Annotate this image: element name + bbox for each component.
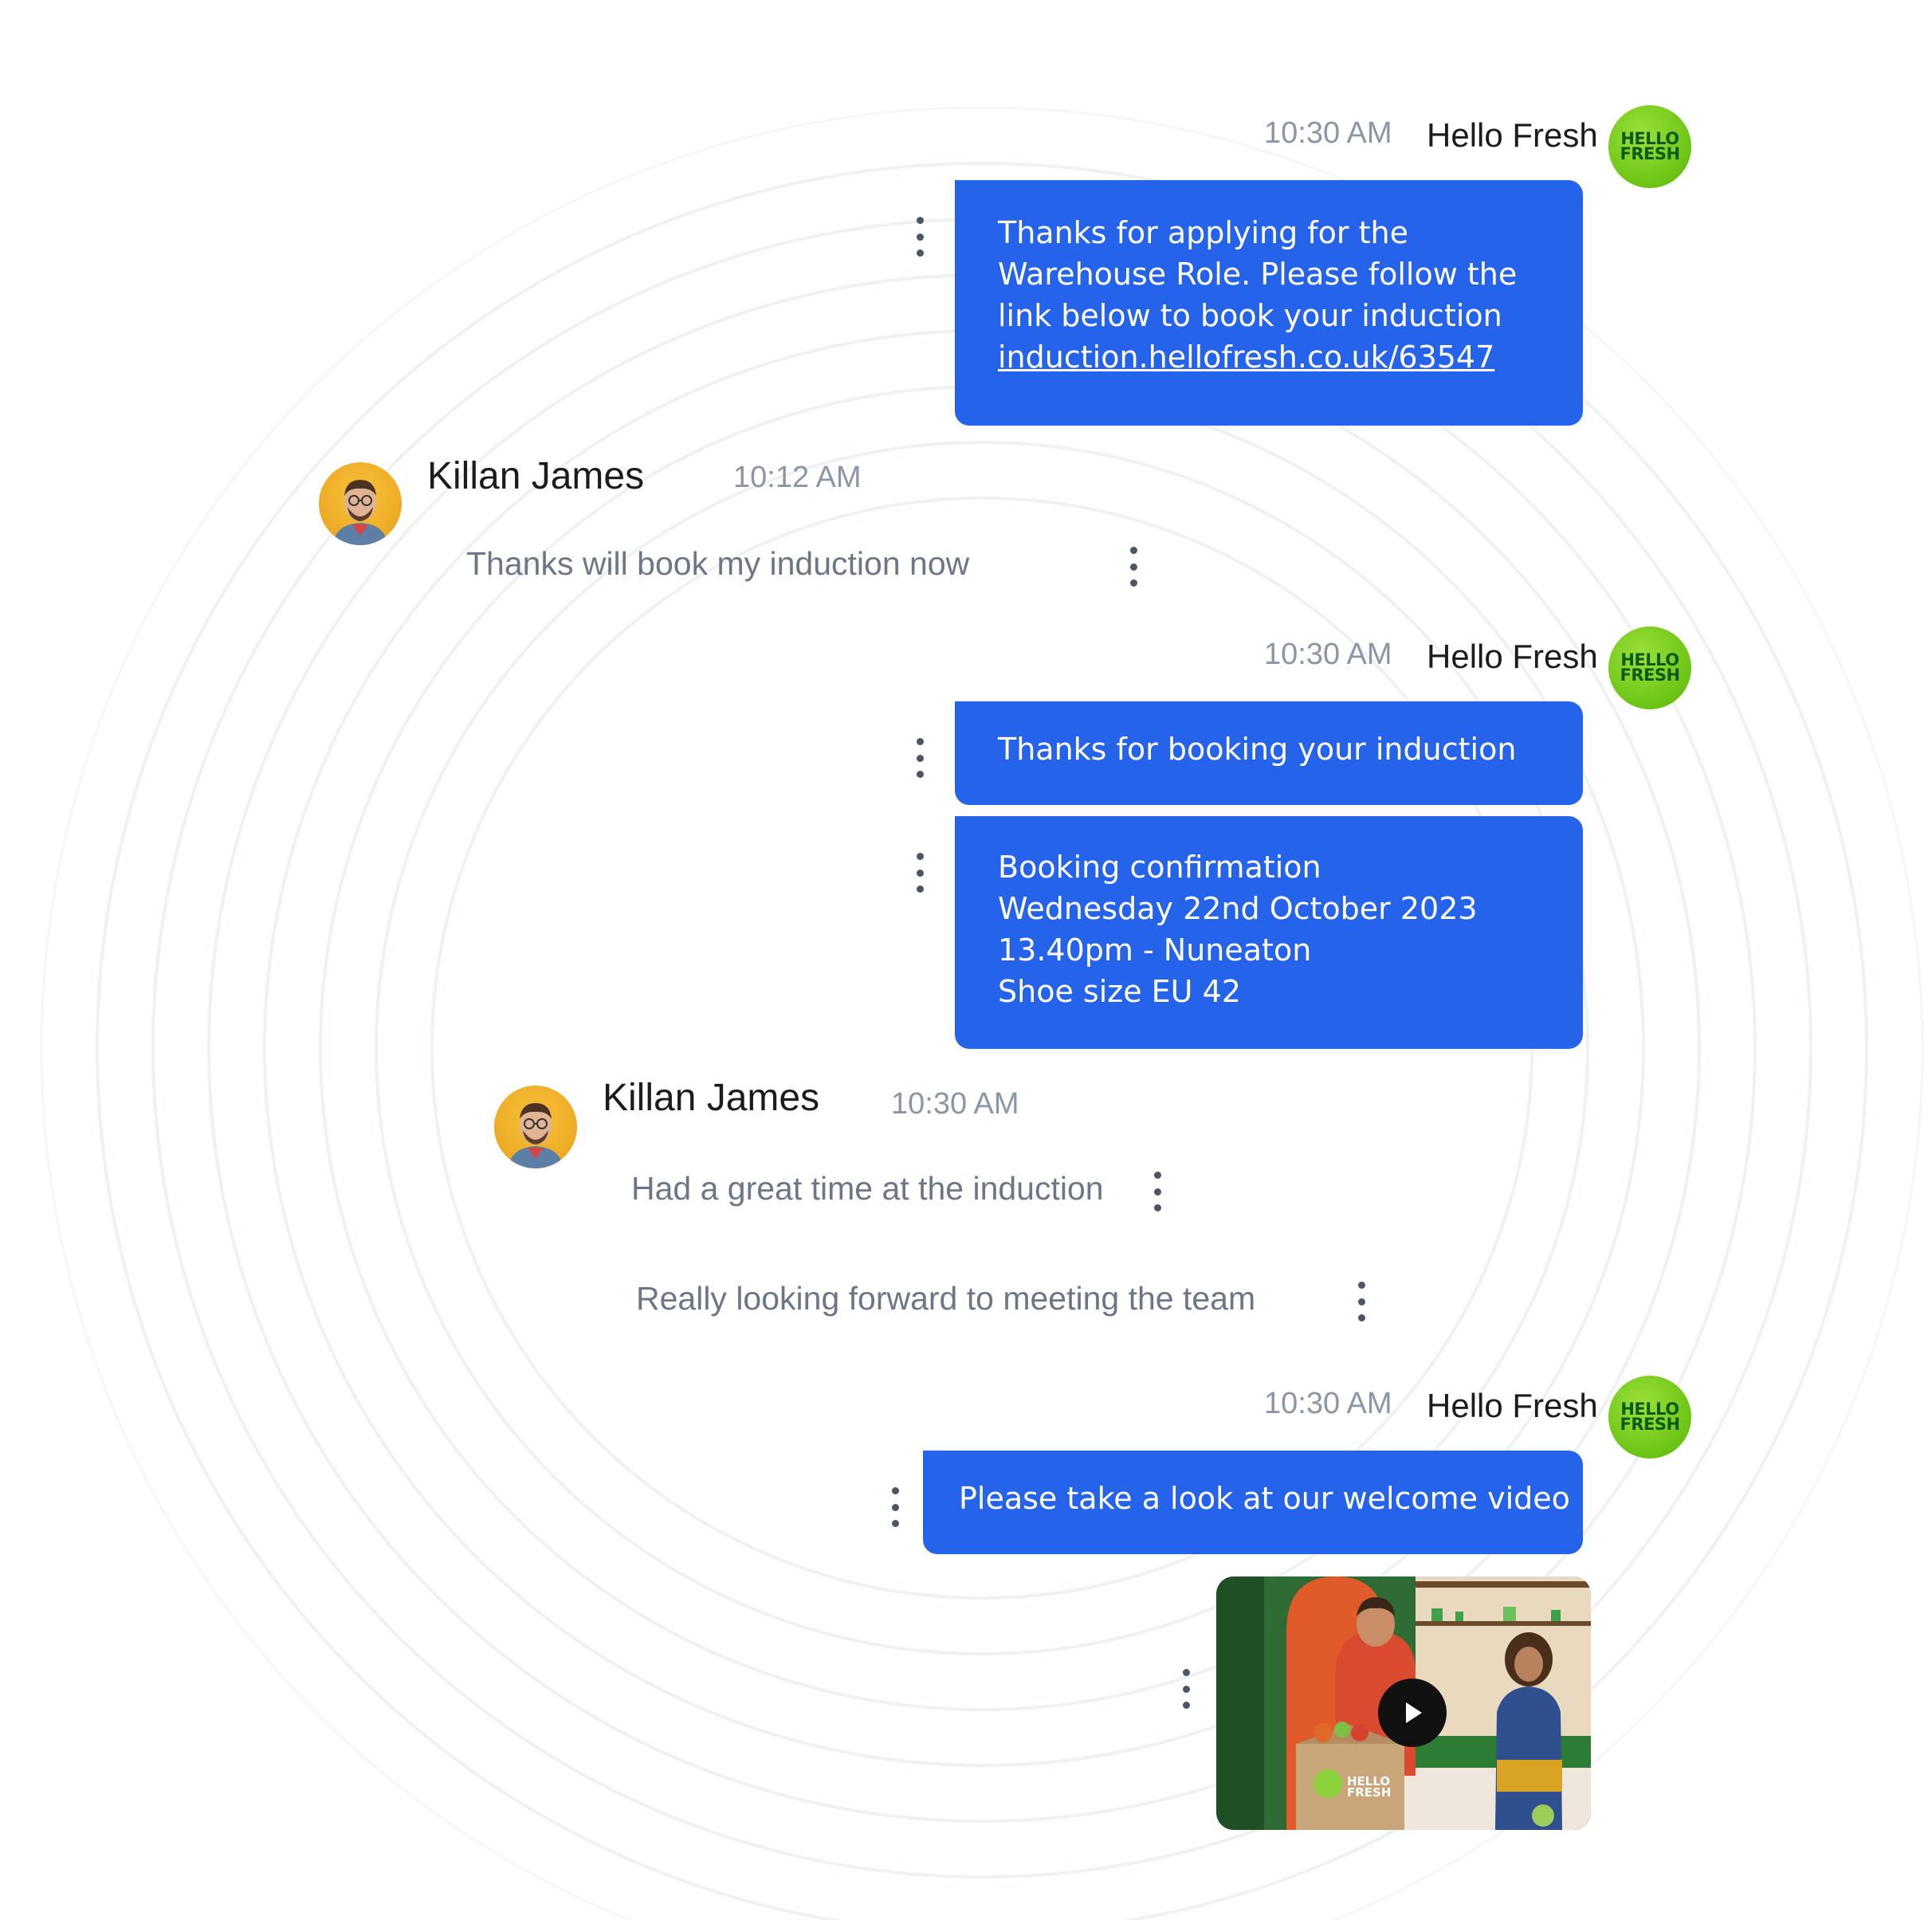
- logo-text-line2: FRESH: [1620, 1415, 1680, 1434]
- hellofresh-logo-avatar: HELLO FRESH: [1608, 626, 1691, 709]
- welcome-video-thumbnail[interactable]: HELLO FRESH: [1216, 1576, 1591, 1830]
- play-button[interactable]: [1378, 1679, 1447, 1747]
- hellofresh-logo-avatar: HELLO FRESH: [1608, 105, 1691, 188]
- message-timestamp: 10:30 AM: [1264, 1387, 1392, 1420]
- message-options-icon[interactable]: [1125, 547, 1141, 587]
- sender-name: Killan James: [603, 1077, 820, 1119]
- person-icon: [333, 480, 387, 545]
- message-options-icon[interactable]: [912, 738, 928, 778]
- message-line: Shoe size EU 42: [998, 974, 1241, 1009]
- person-icon: [509, 1103, 563, 1168]
- logo-text-line1: HELLO: [1620, 1400, 1679, 1419]
- message-line: Wednesday 22nd October 2023: [998, 891, 1478, 926]
- message-timestamp: 10:30 AM: [891, 1087, 1019, 1121]
- logo-text-line1: HELLO: [1620, 650, 1679, 670]
- message-options-icon[interactable]: [912, 853, 928, 893]
- logo-text-line2: FRESH: [1620, 666, 1680, 685]
- user-avatar: [494, 1086, 577, 1168]
- booking-confirmation-bubble: Booking confirmation Wednesday 22nd Octo…: [955, 816, 1583, 1049]
- message-text: Really looking forward to meeting the te…: [636, 1280, 1256, 1317]
- message-options-icon[interactable]: [1149, 1172, 1165, 1211]
- logo-text-line2: FRESH: [1620, 144, 1680, 163]
- message-options-icon[interactable]: [1353, 1282, 1369, 1321]
- play-icon: [1406, 1702, 1422, 1723]
- message-text: Had a great time at the induction: [631, 1170, 1104, 1207]
- box-logo: HELLO FRESH: [1347, 1774, 1392, 1800]
- message-bubble: Please take a look at our welcome video: [923, 1451, 1583, 1554]
- sender-name: Hello Fresh: [1427, 116, 1598, 154]
- sender-name: Hello Fresh: [1427, 1387, 1598, 1424]
- logo-text-line1: HELLO: [1620, 129, 1679, 149]
- message-line: Thanks for applying for the: [998, 215, 1408, 250]
- message-timestamp: 10:12 AM: [733, 461, 862, 494]
- message-text: Thanks will book my induction now: [466, 545, 970, 582]
- box-logo-line1: HELLO: [1347, 1774, 1391, 1788]
- message-line: Warehouse Role. Please follow the: [998, 257, 1518, 292]
- sender-name: Hello Fresh: [1427, 638, 1598, 675]
- message-line: Thanks for booking your induction: [998, 732, 1517, 767]
- message-line: 13.40pm - Nuneaton: [998, 933, 1312, 968]
- message-line: Booking confirmation: [998, 850, 1321, 885]
- box-logo-line2: FRESH: [1347, 1785, 1392, 1800]
- message-options-icon[interactable]: [912, 217, 928, 257]
- hellofresh-logo-avatar: HELLO FRESH: [1608, 1376, 1691, 1459]
- message-options-icon[interactable]: [1178, 1669, 1194, 1709]
- message-line: Please take a look at our welcome video: [959, 1481, 1570, 1516]
- message-line: link below to book your induction: [998, 298, 1502, 333]
- message-timestamp: 10:30 AM: [1264, 116, 1392, 150]
- message-options-icon[interactable]: [887, 1487, 903, 1527]
- message-bubble: Thanks for booking your induction: [955, 701, 1583, 805]
- user-avatar: [319, 462, 402, 545]
- message-timestamp: 10:30 AM: [1264, 638, 1392, 671]
- message-bubble: Thanks for applying for the Warehouse Ro…: [955, 180, 1583, 426]
- sender-name: Killan James: [427, 455, 645, 497]
- induction-link[interactable]: induction.hellofresh.co.uk/63547: [998, 340, 1495, 375]
